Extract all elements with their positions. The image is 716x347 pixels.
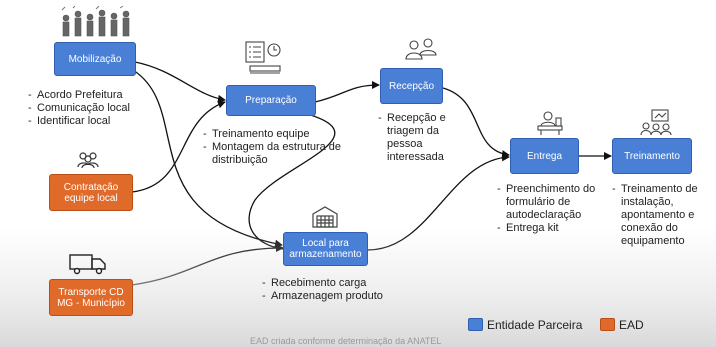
connector-local-entrega [367, 153, 510, 251]
node-entrega: Entrega [510, 138, 579, 174]
footnote: EAD criada conforme determinação da ANAT… [250, 336, 442, 346]
node-local: Local para armazenamento [283, 232, 368, 266]
warehouse-icon [312, 206, 338, 228]
bullet-item: Armazenagem produto [262, 290, 422, 303]
bullet-item: Recebimento carga [262, 277, 422, 290]
connector-contratacao-preparacao [131, 100, 226, 193]
node-entrega-label: Entrega [526, 150, 563, 162]
legend-label-partner: Entidade Parceira [487, 318, 583, 332]
node-transporte: Transporte CD MG - Município [49, 279, 133, 316]
bullet-item: Acordo Prefeitura [28, 89, 158, 102]
connector-mobilizacao-preparacao [134, 61, 226, 103]
legend-swatch-partner [468, 318, 483, 331]
node-preparacao: Preparação [226, 85, 316, 116]
node-transporte-label: Transporte CD MG - Município [57, 286, 125, 309]
bullet-item: Identificar local [28, 115, 158, 128]
bullet-item: Treinamento de instalação, apontamento e… [612, 183, 712, 248]
bullet-item: Treinamento equipe [203, 128, 373, 141]
legend-swatch-ead [600, 318, 615, 331]
bullets-treinamento: Treinamento de instalação, apontamento e… [612, 183, 712, 248]
node-recepcao-label: Recepção [388, 80, 435, 92]
connector-transporte-local [131, 244, 284, 286]
bullet-item: Recepção e triagem da pessoa interessada [378, 112, 473, 164]
connector-recepcao-entrega [442, 87, 510, 159]
node-treinamento: Treinamento [612, 138, 692, 174]
bullets-entrega: Preenchimento do formulário de autodecla… [497, 183, 612, 235]
group-icon [77, 152, 99, 169]
node-contratacao-label: Contratação equipe local [63, 181, 119, 204]
node-treinamento-label: Treinamento [624, 150, 680, 162]
bullets-local: Recebimento carga Armazenagem produto [262, 277, 422, 303]
bullet-item: Entrega kit [497, 222, 612, 235]
meeting-icon [405, 38, 437, 60]
desk-icon [537, 111, 563, 135]
legend-label-ead: EAD [619, 318, 644, 332]
checklist-icon [245, 41, 281, 74]
truck-icon [69, 254, 106, 275]
node-mobilizacao: Mobilização [54, 42, 136, 76]
node-preparacao-label: Preparação [245, 95, 297, 106]
node-local-label: Local para armazenamento [289, 238, 362, 260]
presentation-icon [640, 109, 672, 136]
connector-preparacao-recepcao [314, 81, 380, 103]
node-recepcao: Recepção [380, 68, 443, 104]
bullet-item: Comunicação local [28, 102, 158, 115]
bullet-item: Preenchimento do formulário de autodecla… [497, 183, 612, 222]
node-contratacao: Contratação equipe local [49, 174, 133, 211]
node-mobilizacao-label: Mobilização [68, 53, 122, 65]
bullets-preparacao: Treinamento equipe Montagem da estrutura… [203, 128, 373, 167]
crowd-icon [61, 6, 130, 37]
bullets-mobilizacao: Acordo Prefeitura Comunicação local Iden… [28, 89, 158, 128]
bullets-recepcao: Recepção e triagem da pessoa interessada [378, 112, 473, 164]
bullet-item: Montagem da estrutura de distribuição [203, 141, 373, 167]
